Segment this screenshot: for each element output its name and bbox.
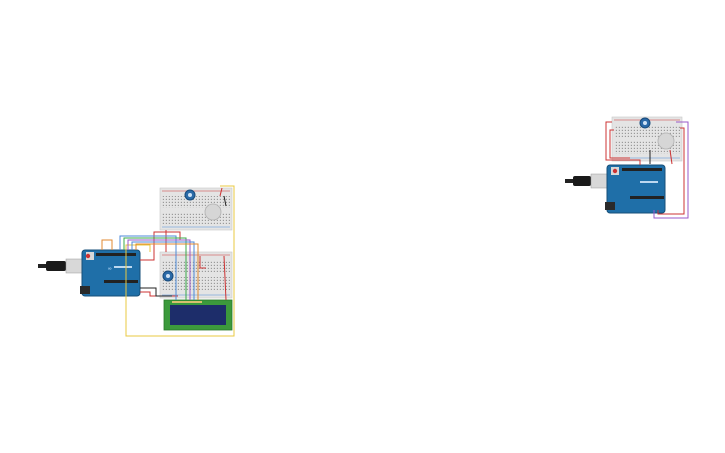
potentiometer[interactable]: [184, 189, 196, 201]
potentiometer[interactable]: [639, 117, 651, 129]
wires-right: [605, 121, 689, 219]
usb-cable[interactable]: [565, 173, 608, 189]
circuit-right[interactable]: [565, 116, 689, 219]
lcd-16x2[interactable]: [163, 299, 233, 331]
piezo-buzzer[interactable]: [204, 203, 222, 221]
potentiometer-lcd[interactable]: [162, 270, 174, 282]
piezo-buzzer[interactable]: [657, 132, 675, 150]
arduino-uno[interactable]: ∞: [80, 249, 141, 297]
circuit-left[interactable]: ∞: [38, 185, 235, 337]
arduino-uno[interactable]: [605, 164, 666, 214]
usb-cable[interactable]: [38, 258, 83, 274]
svg-text:∞: ∞: [108, 266, 112, 272]
breadboard-top[interactable]: [159, 187, 233, 231]
wires-left: [101, 185, 235, 337]
